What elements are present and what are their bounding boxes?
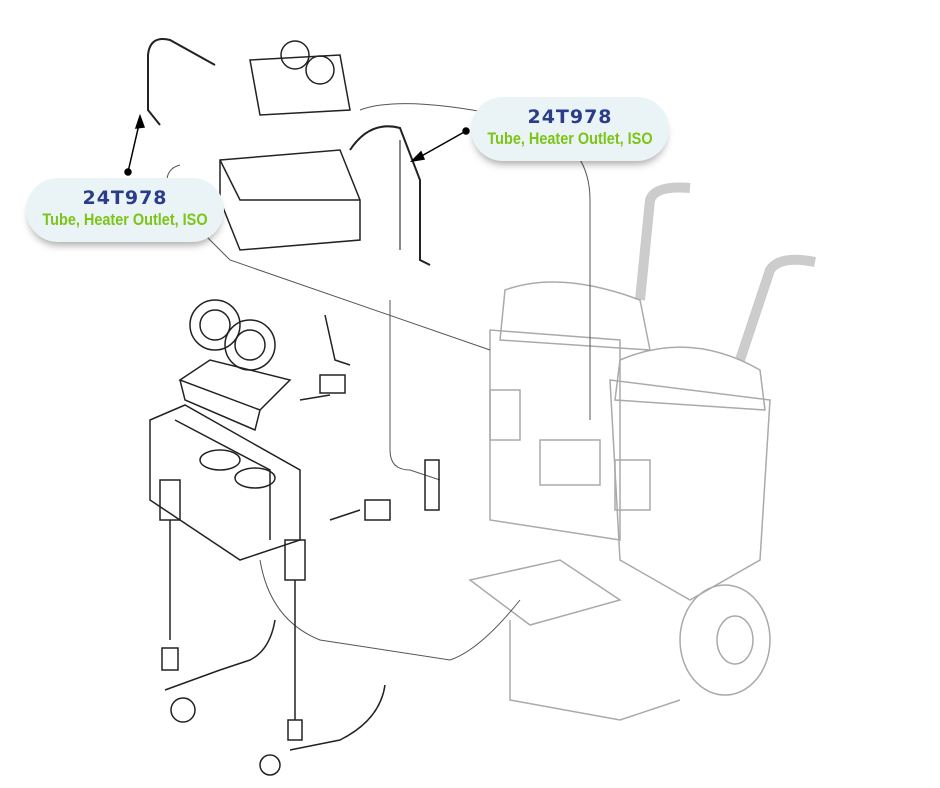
part-number: 24T978 <box>82 187 168 209</box>
callout-heater-outlet-tube-left: 24T978 Tube, Heater Outlet, ISO <box>26 178 224 242</box>
cart-frame <box>468 182 816 721</box>
heater-outlet-tube <box>147 38 431 266</box>
fittings <box>299 314 440 521</box>
callout-heater-outlet-tube-right: 24T978 Tube, Heater Outlet, ISO <box>471 97 669 161</box>
hoses <box>166 103 591 661</box>
callout-leaders <box>124 113 470 176</box>
part-description: Tube, Heater Outlet, ISO <box>42 210 208 229</box>
fan-assembly <box>178 299 292 432</box>
pump-block <box>149 404 306 581</box>
part-description: Tube, Heater Outlet, ISO <box>487 129 653 148</box>
inlet-valves <box>161 520 386 776</box>
part-number: 24T978 <box>527 106 613 128</box>
heater-manifold <box>219 40 361 251</box>
